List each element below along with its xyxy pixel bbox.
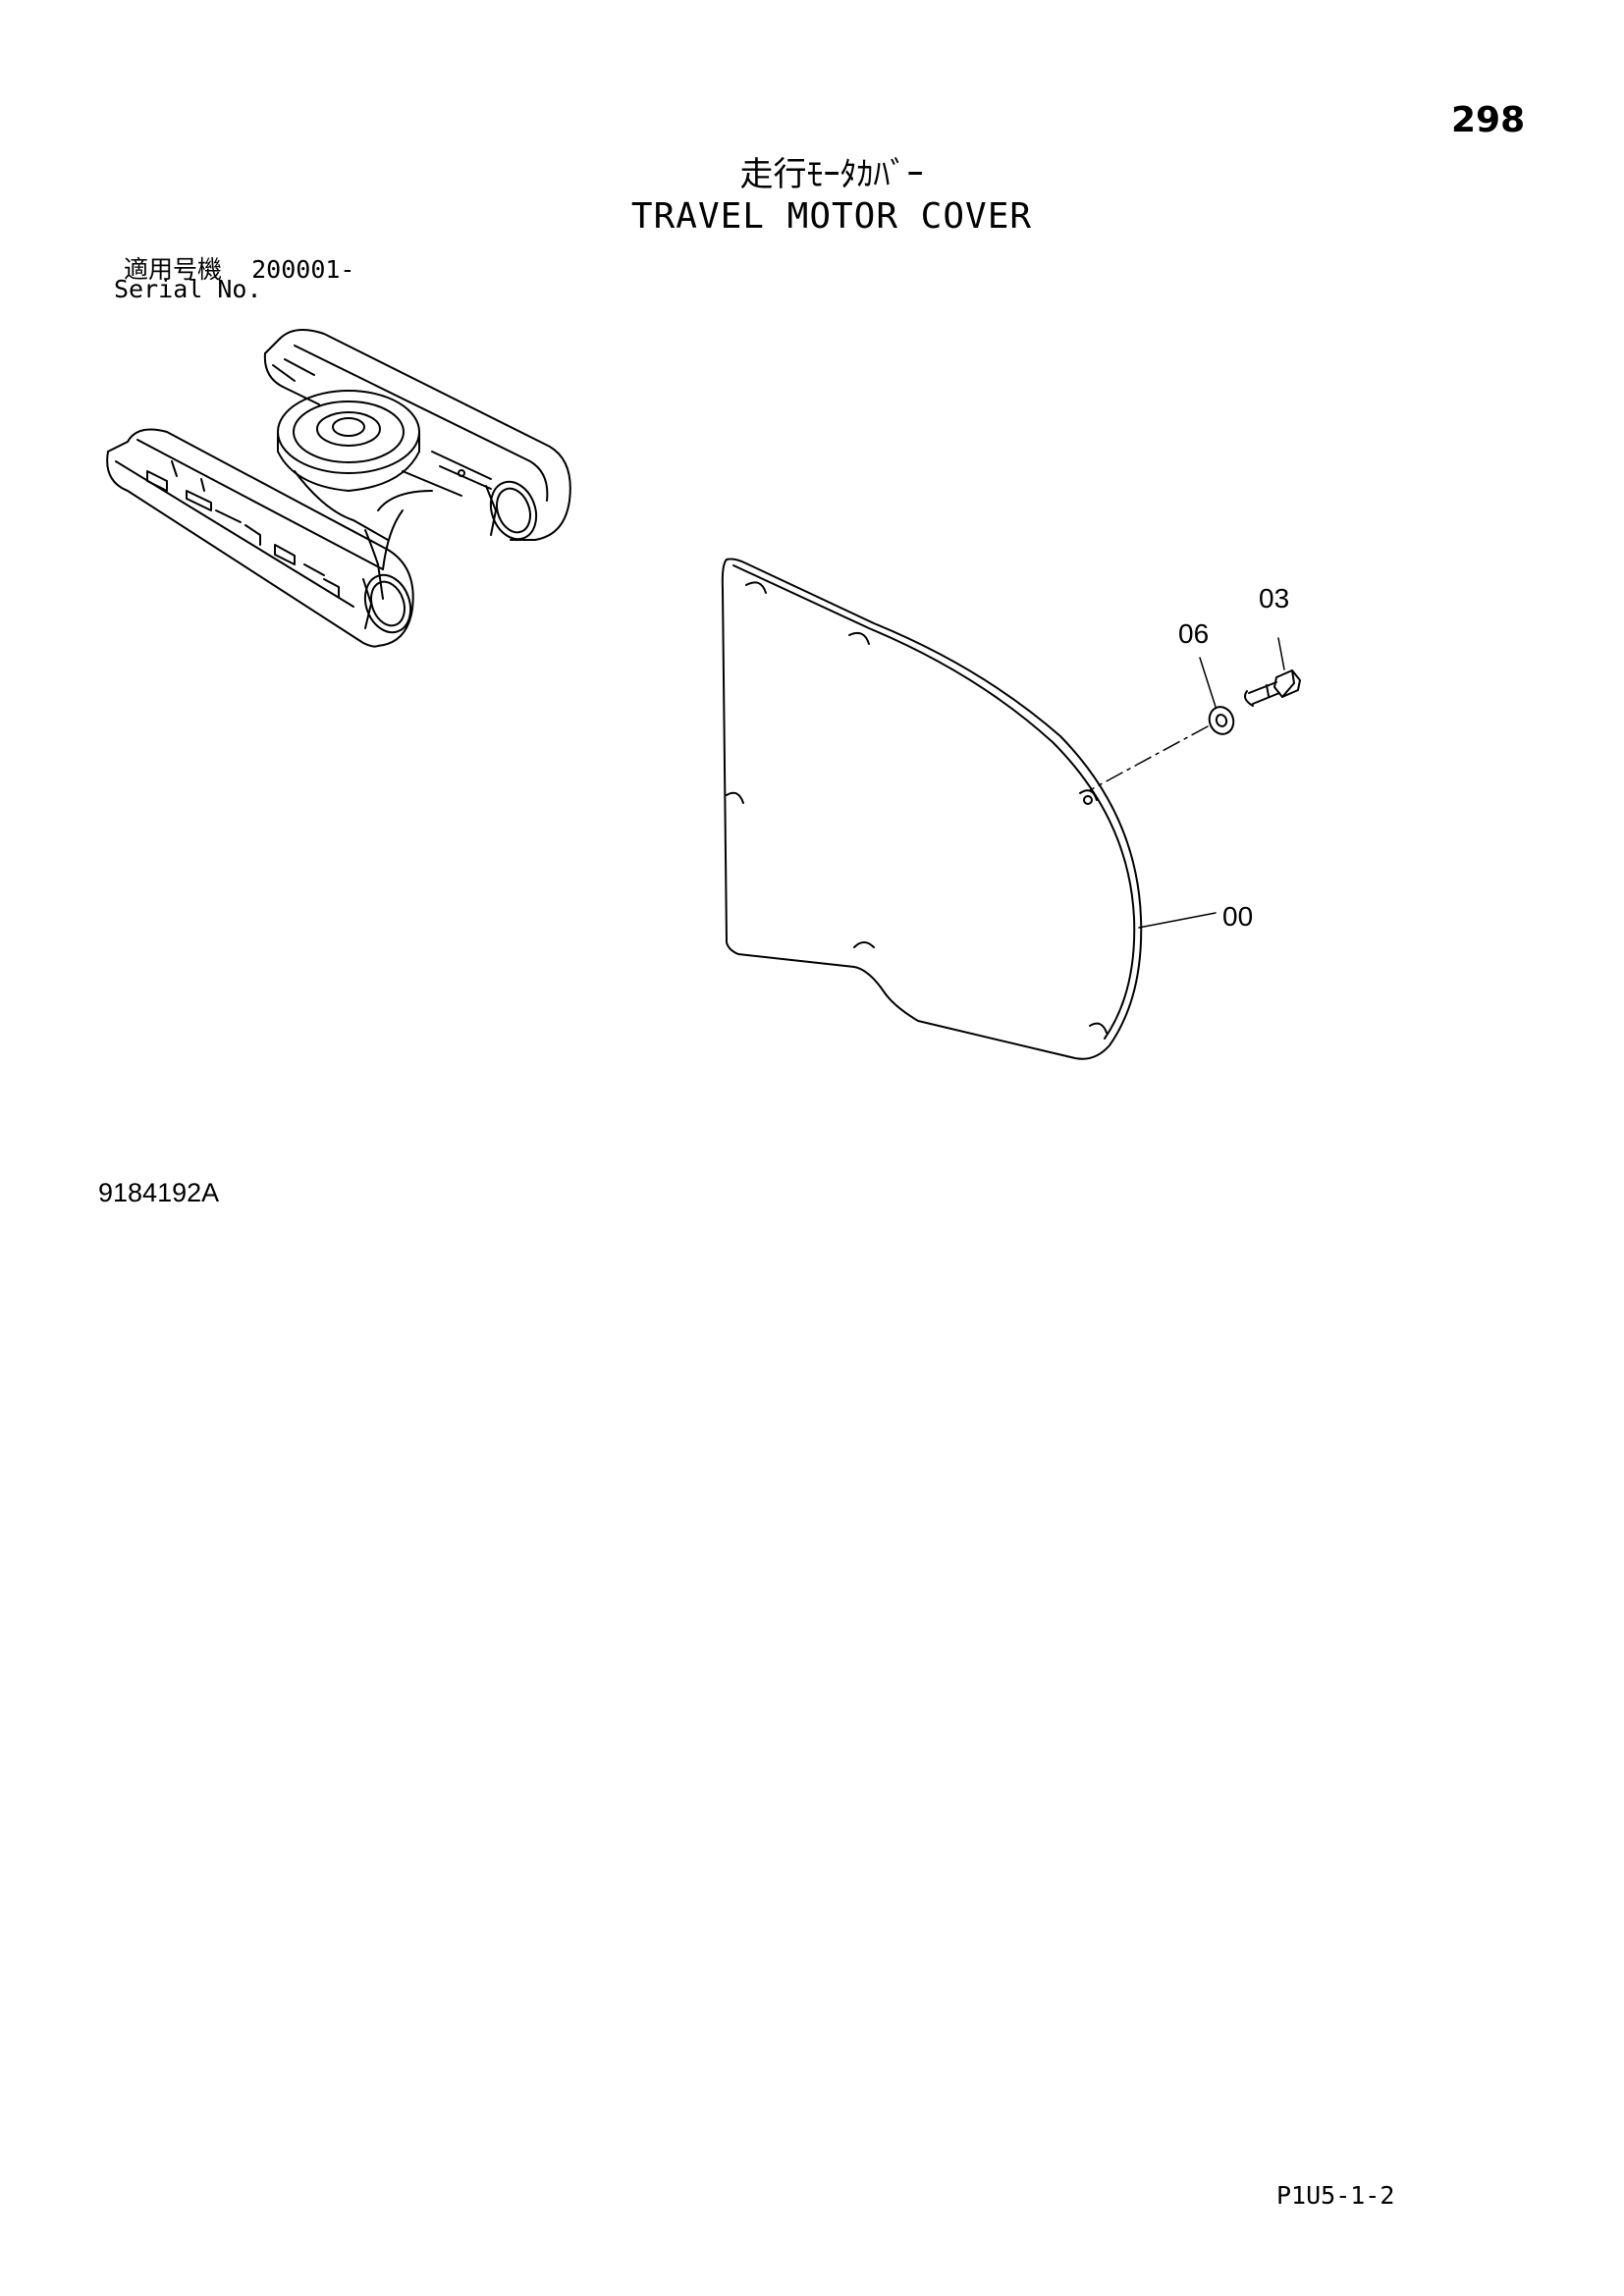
washer-06 bbox=[1208, 706, 1235, 735]
page-title-en: TRAVEL MOTOR COVER bbox=[630, 196, 1033, 237]
page-number: 298 bbox=[1451, 100, 1526, 140]
callout-06: 06 bbox=[1178, 618, 1210, 649]
bolt-03 bbox=[1244, 669, 1301, 707]
assembly-centerline bbox=[1089, 725, 1209, 791]
footer-code: P1U5-1-2 bbox=[1276, 2181, 1395, 2210]
leader-06 bbox=[1199, 657, 1217, 708]
undercarriage-key-view bbox=[106, 329, 571, 648]
figure-code: 9184192A bbox=[98, 1178, 220, 1207]
page-title-ja: 走行ﾓｰﾀｶﾊﾞｰ bbox=[739, 155, 924, 194]
cover-plate-00 bbox=[721, 558, 1143, 1060]
serial-label-en: Serial No. bbox=[114, 275, 262, 303]
callout-03: 03 bbox=[1259, 583, 1290, 614]
serial-label-ja: 適用号機 bbox=[124, 255, 223, 284]
leader-03 bbox=[1277, 637, 1285, 670]
serial-row-ja: 適用号機 200001- bbox=[124, 250, 354, 286]
callout-00: 00 bbox=[1222, 901, 1254, 932]
leader-00 bbox=[1138, 912, 1217, 929]
serial-value: 200001- bbox=[251, 255, 355, 284]
